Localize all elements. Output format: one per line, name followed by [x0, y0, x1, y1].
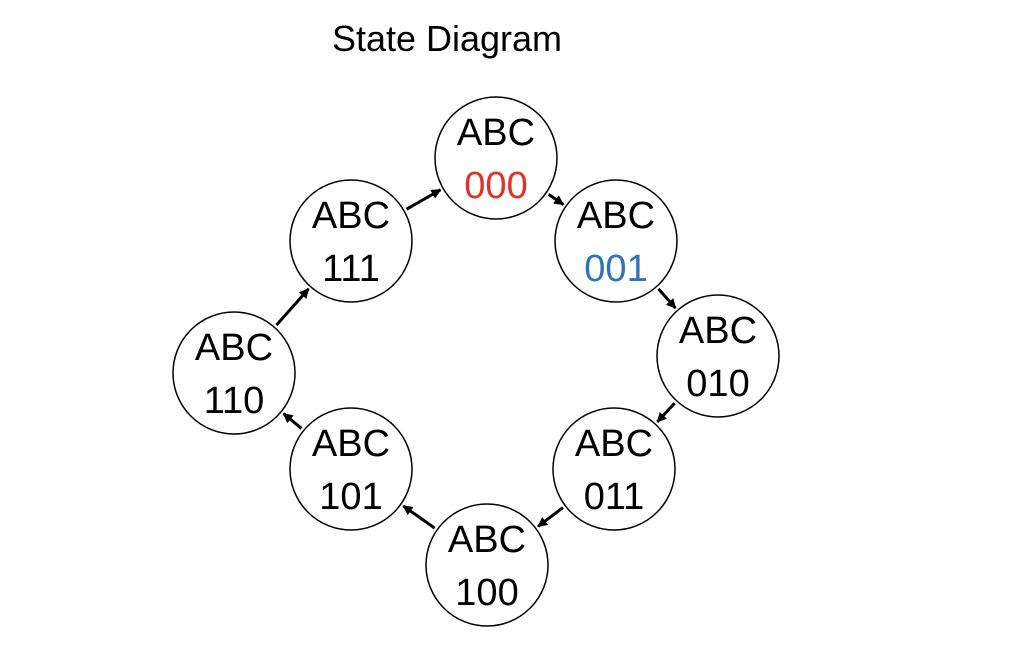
state-value: 010: [686, 363, 749, 405]
state-label: ABC: [195, 327, 273, 369]
diagram-title: State Diagram: [331, 18, 563, 59]
transition-arrow-010-to-011: [656, 402, 676, 423]
state-node-100: ABC 100: [425, 503, 549, 627]
state-value: 100: [455, 572, 518, 614]
state-value: 000: [464, 165, 527, 207]
state-value: 001: [584, 248, 647, 290]
transition-arrow-011-to-100: [537, 506, 564, 528]
state-circle: [425, 503, 549, 627]
transition-arrow-111-to-000: [405, 188, 442, 211]
state-label: ABC: [457, 112, 535, 154]
transition-arrow-001-to-010: [657, 287, 677, 310]
state-circle: [289, 179, 413, 303]
state-node-010: ABC 010: [656, 294, 780, 418]
transition-arrow-101-to-110: [282, 412, 303, 430]
state-node-110: ABC 110: [172, 311, 296, 435]
state-label: ABC: [577, 195, 655, 237]
state-label: ABC: [575, 423, 653, 465]
state-circle: [289, 407, 413, 531]
state-label: ABC: [312, 423, 390, 465]
state-node-001: ABC 001: [554, 179, 678, 303]
state-circle: [172, 311, 296, 435]
state-circle: [552, 407, 676, 531]
state-value: 111: [322, 248, 380, 290]
state-value: 011: [584, 476, 645, 518]
states: ABC000ABC001ABC010ABC011ABC100ABC101ABC1…: [172, 96, 780, 627]
state-circle: [656, 294, 780, 418]
state-node-101: ABC 101: [289, 407, 413, 531]
state-node-111: ABC 111: [289, 179, 413, 303]
state-circle: [434, 96, 558, 220]
state-circle: [554, 179, 678, 303]
state-node-000: ABC 000: [434, 96, 558, 220]
transition-arrow-000-to-001: [547, 193, 565, 206]
state-value: 110: [204, 380, 265, 422]
transitions: [275, 188, 677, 530]
state-label: ABC: [679, 310, 757, 352]
transition-arrow-110-to-111: [275, 287, 310, 327]
state-label: ABC: [448, 519, 526, 561]
transition-arrow-100-to-101: [402, 504, 436, 530]
state-value: 101: [319, 476, 382, 518]
state-node-011: ABC 011: [552, 407, 676, 531]
state-label: ABC: [312, 195, 390, 237]
